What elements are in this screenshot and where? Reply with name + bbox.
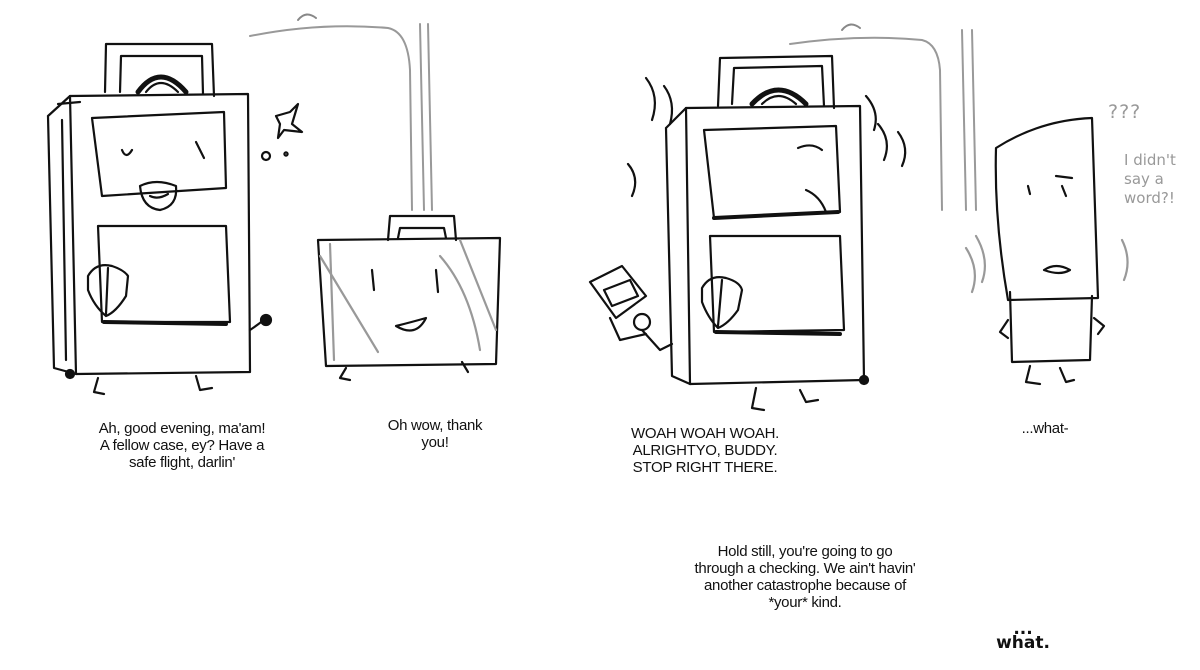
what-line-caption: ... what. bbox=[996, 619, 1050, 653]
question-marks-scribble: ??? bbox=[1108, 101, 1142, 123]
guard-line-caption: Hold still, you're going to go through a… bbox=[694, 543, 916, 611]
panel-2-caption: Oh wow, thank you! bbox=[387, 417, 483, 451]
small-suitcase-character bbox=[316, 214, 502, 382]
lamp-post-right bbox=[789, 23, 977, 211]
guard-suitcase-character bbox=[588, 54, 907, 412]
panel-4-caption: ...what- bbox=[1021, 420, 1069, 437]
thought-scribble: I didn't say a word?! bbox=[1124, 151, 1176, 207]
confused-character bbox=[964, 116, 1129, 386]
tall-suitcase-character bbox=[46, 42, 304, 396]
lamp-post-left bbox=[249, 13, 433, 211]
panel-1-caption: Ah, good evening, ma'am! A fellow case, … bbox=[98, 420, 266, 471]
panel-3-caption: WOAH WOAH WOAH. ALRIGHTYO, BUDDY. STOP R… bbox=[631, 425, 779, 476]
